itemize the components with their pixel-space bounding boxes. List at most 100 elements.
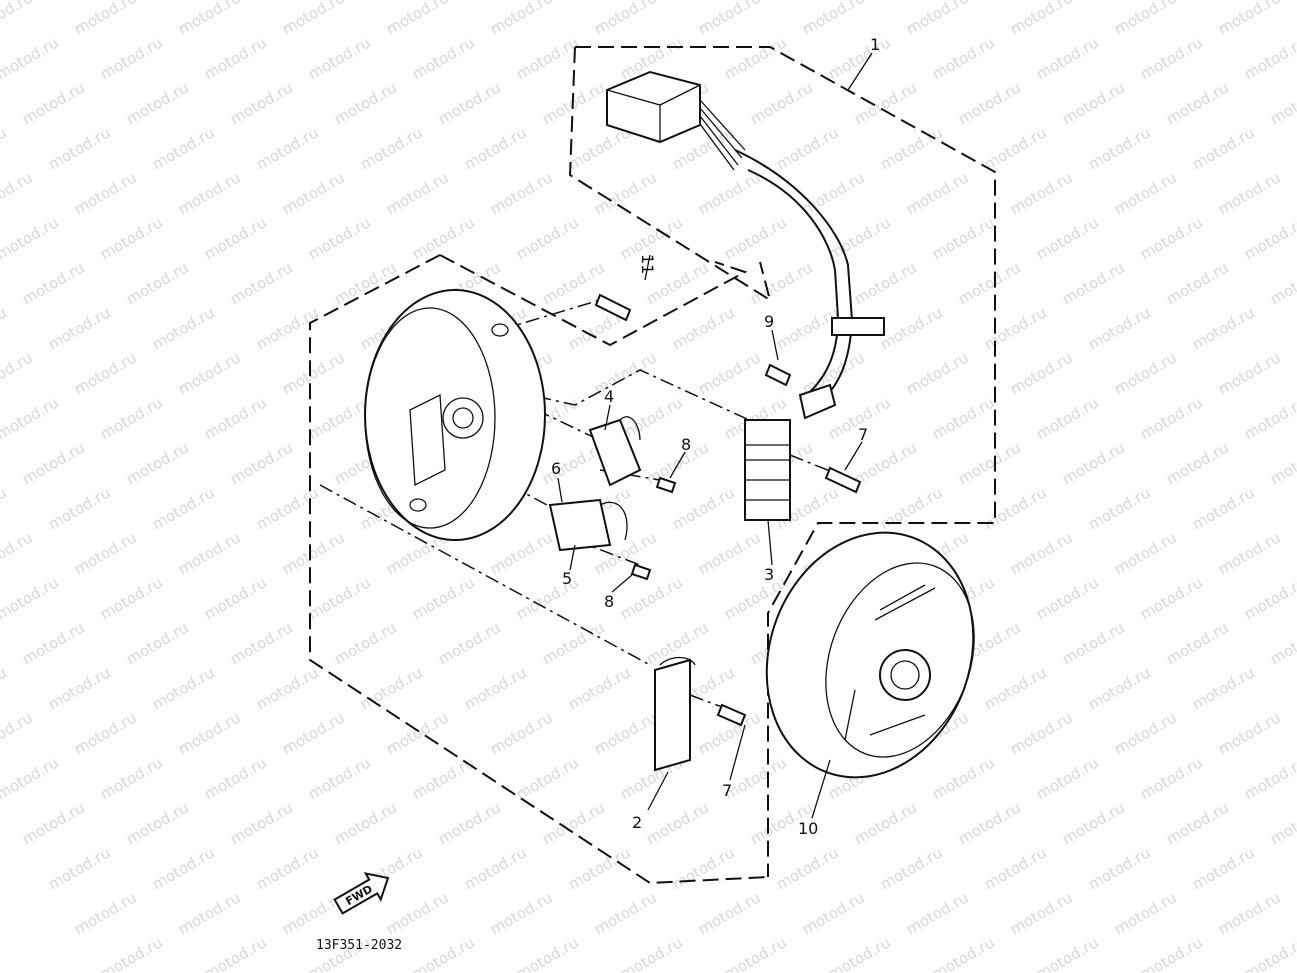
watermark-text: motod.ru (175, 888, 244, 938)
watermark-text: motod.ru (97, 213, 166, 263)
watermark-text: motod.ru (71, 888, 140, 938)
watermark-text: motod.ru (331, 258, 400, 308)
watermark-text: motod.ru (903, 168, 972, 218)
watermark-text: motod.ru (1293, 483, 1297, 533)
watermark-text: motod.ru (253, 303, 322, 353)
watermark-text: motod.ru (1085, 483, 1154, 533)
watermark-text: motod.ru (747, 78, 816, 128)
watermark-text: motod.ru (1007, 708, 1076, 758)
leader-line (557, 477, 563, 503)
watermark-text: motod.ru (1241, 753, 1297, 803)
watermark-text: motod.ru (487, 888, 556, 938)
watermark-text: motod.ru (617, 573, 686, 623)
watermark-text: motod.ru (851, 438, 920, 488)
leader-line (729, 724, 746, 781)
watermark-text: motod.ru (227, 258, 296, 308)
watermark-text: motod.ru (1059, 618, 1128, 668)
watermark-text: motod.ru (19, 798, 88, 848)
watermark-text: motod.ru (19, 438, 88, 488)
watermark-text: motod.ru (201, 573, 270, 623)
watermark-text: motod.ru (409, 753, 478, 803)
callout-1: 1 (870, 35, 880, 54)
watermark-text: motod.ru (851, 78, 920, 128)
watermark-text: motod.ru (1189, 123, 1258, 173)
watermark-text: motod.ru (331, 78, 400, 128)
watermark-text: motod.ru (71, 168, 140, 218)
watermark-text: motod.ru (981, 843, 1050, 893)
watermark-text: motod.ru (1137, 933, 1206, 973)
watermark-text: motod.ru (877, 303, 946, 353)
watermark-text: motod.ru (695, 0, 764, 38)
watermark-text: motod.ru (0, 573, 62, 623)
leader-line (771, 329, 779, 361)
watermark-text: motod.ru (1293, 123, 1297, 173)
watermark-text: motod.ru (227, 78, 296, 128)
callout-7-top: 7 (858, 425, 868, 444)
watermark-text: motod.ru (227, 438, 296, 488)
watermark-text: motod.ru (981, 123, 1050, 173)
watermark-text: motod.ru (1163, 258, 1232, 308)
watermark-text: motod.ru (1215, 0, 1284, 38)
watermark-text: motod.ru (123, 798, 192, 848)
watermark-text: motod.ru (175, 168, 244, 218)
watermark-text: motod.ru (1137, 33, 1206, 83)
watermark-text: motod.ru (1267, 438, 1297, 488)
watermark-text: motod.ru (0, 348, 36, 398)
watermark-text: motod.ru (877, 843, 946, 893)
watermark-text: motod.ru (0, 303, 10, 353)
watermark-text: motod.ru (513, 33, 582, 83)
watermark-text: motod.ru (1007, 888, 1076, 938)
watermark-text: motod.ru (643, 438, 712, 488)
screw-part (594, 293, 862, 727)
watermark-text: motod.ru (1189, 843, 1258, 893)
watermark-text: motod.ru (97, 393, 166, 443)
watermark-text: motod.ru (71, 348, 140, 398)
watermark-text: motod.ru (1033, 393, 1102, 443)
watermark-text: motod.ru (19, 258, 88, 308)
watermark-text: motod.ru (1163, 798, 1232, 848)
watermark-text: motod.ru (1241, 933, 1297, 973)
watermark-text: motod.ru (123, 438, 192, 488)
watermark-text: motod.ru (305, 33, 374, 83)
watermark-text: motod.ru (0, 663, 10, 713)
watermark-text: motod.ru (201, 393, 270, 443)
watermark-text: motod.ru (0, 213, 62, 263)
watermark-text: motod.ru (1241, 393, 1297, 443)
watermark-text: motod.ru (71, 528, 140, 578)
watermark-text: motod.ru (825, 33, 894, 83)
watermark-text: motod.ru (955, 258, 1024, 308)
watermark-text: motod.ru (643, 798, 712, 848)
watermark-text: motod.ru (461, 843, 530, 893)
watermark-text: motod.ru (539, 798, 608, 848)
watermark-text: motod.ru (253, 123, 322, 173)
watermark-text: motod.ru (0, 393, 62, 443)
watermark-text: motod.ru (1215, 348, 1284, 398)
watermark-text: motod.ru (1215, 168, 1284, 218)
watermark-text: motod.ru (903, 348, 972, 398)
pickup-coil-part (588, 416, 642, 487)
callout-5: 5 (562, 569, 572, 588)
watermark-text: motod.ru (1085, 303, 1154, 353)
watermark-text: motod.ru (591, 348, 660, 398)
watermark-text: motod.ru (45, 663, 114, 713)
watermark-text: motod.ru (45, 123, 114, 173)
watermark-text: motod.ru (1163, 438, 1232, 488)
watermark-text: motod.ru (981, 303, 1050, 353)
watermark-text: motod.ru (1059, 258, 1128, 308)
watermark-text: motod.ru (305, 393, 374, 443)
watermark-text: motod.ru (877, 483, 946, 533)
watermark-text: motod.ru (799, 0, 868, 38)
watermark-text: motod.ru (877, 123, 946, 173)
watermark-text: motod.ru (1033, 933, 1102, 973)
watermark-text: motod.ru (1241, 573, 1297, 623)
watermark-text: motod.ru (409, 573, 478, 623)
watermark-text: motod.ru (955, 798, 1024, 848)
watermark-text: motod.ru (201, 933, 270, 973)
watermark-text: motod.ru (487, 528, 556, 578)
watermark-text: motod.ru (1241, 213, 1297, 263)
watermark-text: motod.ru (1189, 483, 1258, 533)
watermark-text: motod.ru (97, 573, 166, 623)
watermark-text: motod.ru (149, 303, 218, 353)
